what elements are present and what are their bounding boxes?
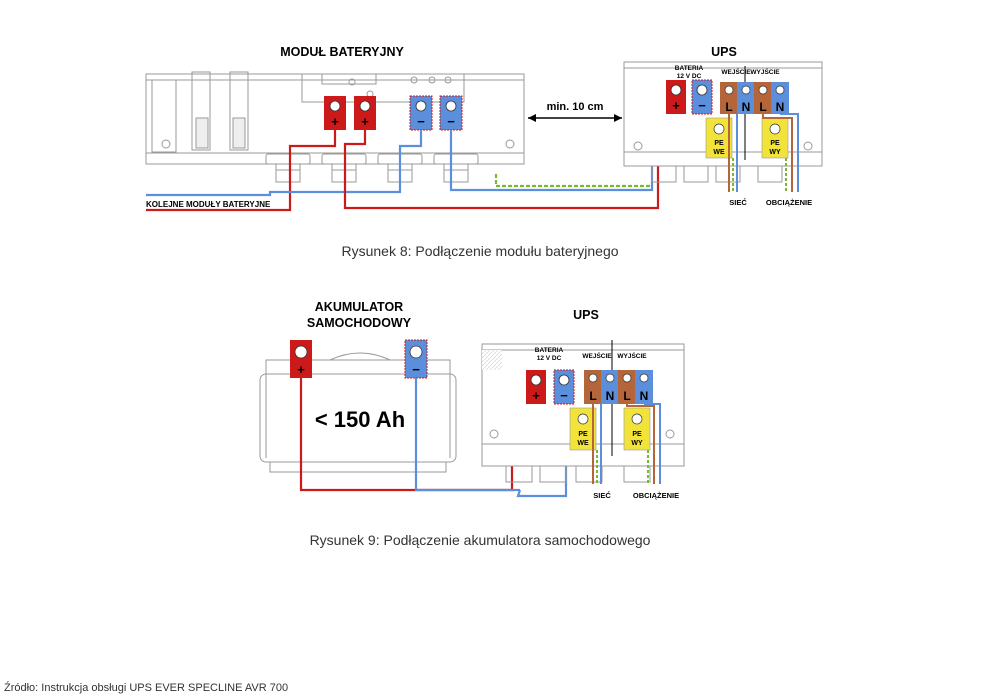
ups1-siec: SIEĆ	[729, 198, 747, 207]
ups-title-1: UPS	[711, 45, 737, 59]
ups1-wejscie: WEJŚCIE	[721, 67, 751, 76]
module-plus-1: +	[331, 114, 339, 129]
caption-figure-9: Rysunek 9: Podłączenie akumulatora samoc…	[310, 532, 651, 548]
ups2-pe-we-1: PE	[578, 431, 588, 438]
module-title: MODUŁ BATERYJNY	[280, 45, 404, 59]
source-note: Źródło: Instrukcja obsługi UPS EVER SPEC…	[4, 681, 288, 694]
ups1-bateria-2: 12 V DC	[677, 73, 702, 80]
ups1-plus: +	[672, 98, 680, 113]
ups2-ac-wires	[592, 403, 661, 484]
car-battery-terminals: + −	[290, 339, 428, 379]
ups2-siec: SIEĆ	[593, 491, 611, 500]
ups2-term-l-in: L	[589, 389, 596, 403]
caption-figure-8: Rysunek 8: Podłączenie modułu bateryjneg…	[341, 243, 618, 259]
battery-plus: +	[297, 362, 305, 377]
ups1-term-n-out: N	[776, 100, 785, 114]
battery-minus: −	[412, 362, 420, 377]
ups2-wyjscie: WYJŚCIE	[617, 351, 647, 360]
module-minus-2: −	[447, 114, 455, 129]
ups1-pe-we-1: PE	[714, 140, 724, 147]
ups2-term-n-in: N	[606, 389, 615, 403]
ups2-minus: −	[560, 388, 568, 403]
battery-title-1: AKUMULATOR	[315, 300, 403, 314]
ups1-pe-wy-2: WY	[769, 149, 781, 156]
ups1-minus: −	[698, 98, 706, 113]
distance-label: min. 10 cm	[547, 101, 604, 113]
ups-terminals-2: + − L N L N PE WE PE WY	[526, 369, 653, 451]
ups1-term-n-in: N	[742, 100, 751, 114]
module-terminals: + + − −	[324, 95, 463, 131]
module-plus-2: +	[361, 114, 369, 129]
ups2-pe-wy-1: PE	[632, 431, 642, 438]
ups2-plus: +	[532, 388, 540, 403]
module-minus-1: −	[417, 114, 425, 129]
ups2-term-n-out: N	[640, 389, 649, 403]
ups2-term-l-out: L	[623, 389, 630, 403]
ups2-bateria-1: BATERIA	[535, 347, 564, 354]
ups1-wyjscie: WYJŚCIE	[750, 67, 780, 76]
ups1-ac-wires	[728, 113, 799, 192]
ups1-term-l-in: L	[725, 100, 732, 114]
ups2-bateria-2: 12 V DC	[537, 355, 562, 362]
ups2-wejscie: WEJŚCIE	[582, 351, 612, 360]
figure-9: + − + −	[259, 300, 685, 548]
ups2-pe-we-2: WE	[577, 440, 589, 447]
ups-terminals-1: + − L N L N PE WE PE WY	[666, 79, 789, 159]
figure-8: + + − −	[145, 45, 823, 259]
ups2-obciazenie: OBCIĄŻENIE	[633, 491, 679, 500]
ups1-term-l-out: L	[759, 100, 766, 114]
ups-title-2: UPS	[573, 308, 599, 322]
battery-capacity: < 150 Ah	[315, 407, 405, 432]
battery-title-2: SAMOCHODOWY	[307, 316, 412, 330]
ups1-bateria-1: BATERIA	[675, 65, 704, 72]
ups1-obciazenie: OBCIĄŻENIE	[766, 198, 812, 207]
next-modules-label: KOLEJNE MODUŁY BATERYJNE	[146, 200, 271, 209]
ups1-pe-we-2: WE	[713, 149, 725, 156]
distance-marker	[528, 114, 622, 122]
ups1-pe-wy-1: PE	[770, 140, 780, 147]
ups2-pe-wy-2: WY	[631, 440, 643, 447]
